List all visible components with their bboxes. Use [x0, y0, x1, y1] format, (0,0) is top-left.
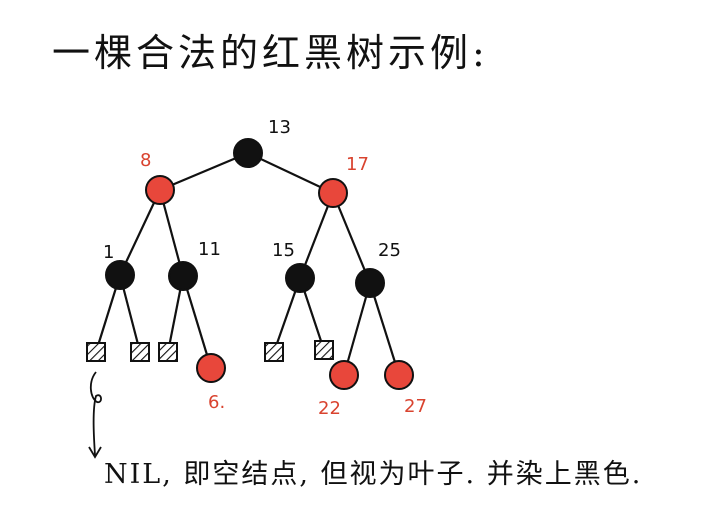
- node-key-label: 6.: [208, 392, 225, 413]
- annotation-arrow: [89, 371, 102, 456]
- nil-hatch: [316, 342, 332, 358]
- red-node: [384, 360, 414, 390]
- tree-edge: [247, 152, 334, 194]
- black-node: [168, 261, 198, 291]
- nil-annotation: NIL, 即空结点, 但视为叶子. 并染上黑色.: [104, 459, 643, 490]
- tree-edge: [368, 282, 401, 376]
- nil-hatch: [88, 344, 104, 360]
- tree-edge: [119, 189, 161, 276]
- arrow-head-icon: [88, 446, 102, 459]
- nil-hatch: [266, 344, 282, 360]
- node-key-label: 17: [346, 154, 369, 175]
- red-node: [318, 178, 348, 208]
- red-node: [196, 353, 226, 383]
- black-node: [233, 138, 263, 168]
- tree-edge: [298, 192, 335, 279]
- node-key-label: 1: [103, 242, 114, 263]
- node-key-label: 27: [404, 396, 427, 417]
- node-key-label: 8: [140, 150, 151, 171]
- black-node: [355, 268, 385, 298]
- node-key-label: 22: [318, 398, 341, 419]
- tree-edge: [181, 275, 213, 369]
- red-node: [329, 360, 359, 390]
- tree-edge: [159, 151, 249, 192]
- nil-hatch: [160, 344, 176, 360]
- red-node: [145, 175, 175, 205]
- node-key-label: 13: [268, 117, 291, 138]
- black-node: [105, 260, 135, 290]
- nil-hatch: [132, 344, 148, 360]
- tree-edge: [342, 282, 372, 376]
- diagram-title: 一棵合法的红黑树示例:: [52, 31, 489, 75]
- tree-edge: [331, 192, 372, 284]
- node-key-label: 11: [198, 239, 221, 260]
- node-key-label: 15: [272, 240, 295, 261]
- black-node: [285, 263, 315, 293]
- node-key-label: 25: [378, 240, 401, 261]
